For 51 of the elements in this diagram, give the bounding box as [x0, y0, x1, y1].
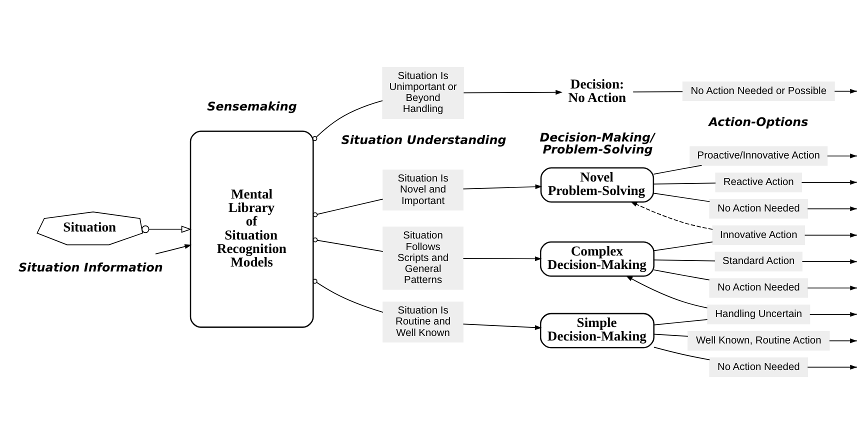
- node-box: Reactive Action: [715, 172, 802, 192]
- node-text: Decision: No Action: [568, 76, 626, 106]
- node-box: No Action Needed: [709, 357, 808, 378]
- connector: [653, 192, 710, 202]
- arrow: [462, 324, 542, 330]
- node-box: Novel Problem-Solving: [540, 167, 654, 203]
- connector: [653, 269, 710, 280]
- connector: [632, 91, 683, 92]
- arrow: [462, 256, 542, 262]
- node-box: Mental Library of Situation Recognition Models: [190, 130, 314, 328]
- connector: [312, 278, 384, 313]
- node-box: No Action Needed: [709, 278, 808, 298]
- node-box: No Action Needed: [709, 199, 808, 219]
- node-box: Proactive/Innovative Action: [690, 146, 828, 166]
- node-box: Situation Follows Scripts and General Patterns: [382, 226, 464, 290]
- node-box: Situation Is Unimportant or Beyond Handling: [382, 66, 464, 119]
- label: Situation Understanding: [341, 132, 506, 147]
- connector: [653, 182, 716, 184]
- arrow: [462, 184, 542, 190]
- arrow: [155, 244, 192, 254]
- node-box: Well Known, Routine Action: [688, 331, 830, 351]
- connector: [654, 334, 688, 337]
- connector: [654, 319, 708, 326]
- label: Decision-Making/ Problem-Solving: [540, 130, 655, 157]
- node-box: Handling Uncertain: [707, 304, 810, 324]
- arrow: [829, 338, 857, 344]
- arrow: [834, 88, 857, 94]
- node-box: Standard Action: [714, 252, 802, 272]
- arrow: [626, 276, 708, 308]
- connector: [654, 346, 710, 360]
- arrow: [804, 232, 857, 238]
- connector: [654, 242, 713, 252]
- connector: [312, 237, 384, 252]
- arrow: [142, 225, 192, 234]
- connector: [312, 198, 384, 218]
- arrow: [807, 206, 857, 212]
- connector: [653, 165, 702, 175]
- node-box: Situation Is Routine and Well Known: [382, 302, 464, 343]
- node-box: No Action Needed or Possible: [682, 81, 835, 102]
- arrow: [463, 90, 562, 95]
- node-box: Complex Decision-Making: [540, 241, 654, 277]
- label: Action-Options: [708, 114, 808, 129]
- node-text: Situation Information: [18, 260, 163, 275]
- arrow: [807, 364, 857, 370]
- label: Sensemaking: [207, 100, 297, 114]
- node-box: Innovative Action: [712, 225, 806, 245]
- node-box: Situation Is Novel and Important: [382, 170, 464, 210]
- connector: [312, 100, 383, 142]
- node-box: Simple Decision-Making: [540, 312, 654, 348]
- arrow: [630, 202, 713, 230]
- connector: [654, 260, 716, 262]
